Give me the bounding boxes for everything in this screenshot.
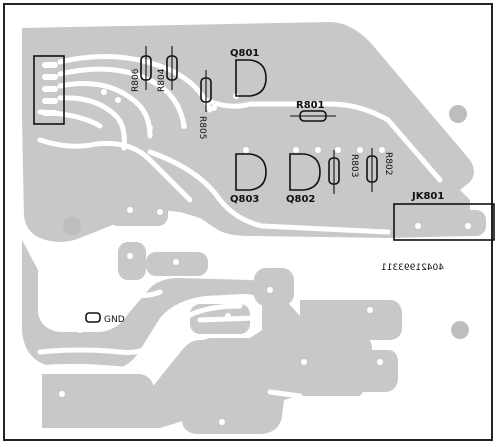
copper-island-5 xyxy=(298,352,324,374)
resistor-r804 xyxy=(166,46,178,90)
copper-island-1 xyxy=(108,198,168,226)
q802-outline xyxy=(289,153,321,191)
label-r805: R805 xyxy=(197,116,207,139)
resistor-r801 xyxy=(290,110,336,122)
copper-bottom-trace xyxy=(150,340,240,428)
q801-outline xyxy=(235,59,267,97)
copper-island-6 xyxy=(256,364,296,394)
label-r802: R802 xyxy=(383,152,393,175)
trace-gaps xyxy=(37,54,443,399)
copper-island-3 xyxy=(118,242,146,280)
label-r801: R801 xyxy=(296,100,325,111)
resistor-r806 xyxy=(140,46,152,90)
label-q803: Q803 xyxy=(230,194,259,205)
connector-outline xyxy=(33,55,65,125)
mount-hole-3 xyxy=(451,321,469,339)
connector-pins xyxy=(42,62,58,116)
copper-island-4 xyxy=(254,268,294,306)
jk801-pad-right xyxy=(452,210,486,236)
resistor-r802 xyxy=(366,148,378,192)
mount-hole-1 xyxy=(449,105,467,123)
jk801-outline xyxy=(393,203,495,241)
mount-hole-2 xyxy=(63,217,81,235)
jk801-pin-2 xyxy=(465,223,471,229)
copper-right-mid xyxy=(300,300,402,340)
resistor-r803 xyxy=(328,150,340,194)
label-r803: R803 xyxy=(349,154,359,177)
label-r806: R806 xyxy=(131,68,141,92)
copper-right-bottom xyxy=(318,350,398,392)
copper-bottom-left xyxy=(42,374,160,428)
pad-holes xyxy=(59,89,385,425)
label-q801: Q801 xyxy=(230,48,259,59)
jk801-pin-1 xyxy=(415,223,421,229)
label-jk801: JK801 xyxy=(411,191,444,202)
label-q802: Q802 xyxy=(286,194,315,205)
part-number: 40421993311 xyxy=(381,263,444,273)
q803-outline xyxy=(235,153,267,191)
gnd-pad-marker xyxy=(85,312,101,323)
label-r804: R804 xyxy=(157,68,167,92)
copper-right-upper xyxy=(226,126,425,198)
jk801-pad-left xyxy=(402,210,436,236)
resistor-r805 xyxy=(200,70,212,112)
label-gnd: GND xyxy=(104,315,125,325)
